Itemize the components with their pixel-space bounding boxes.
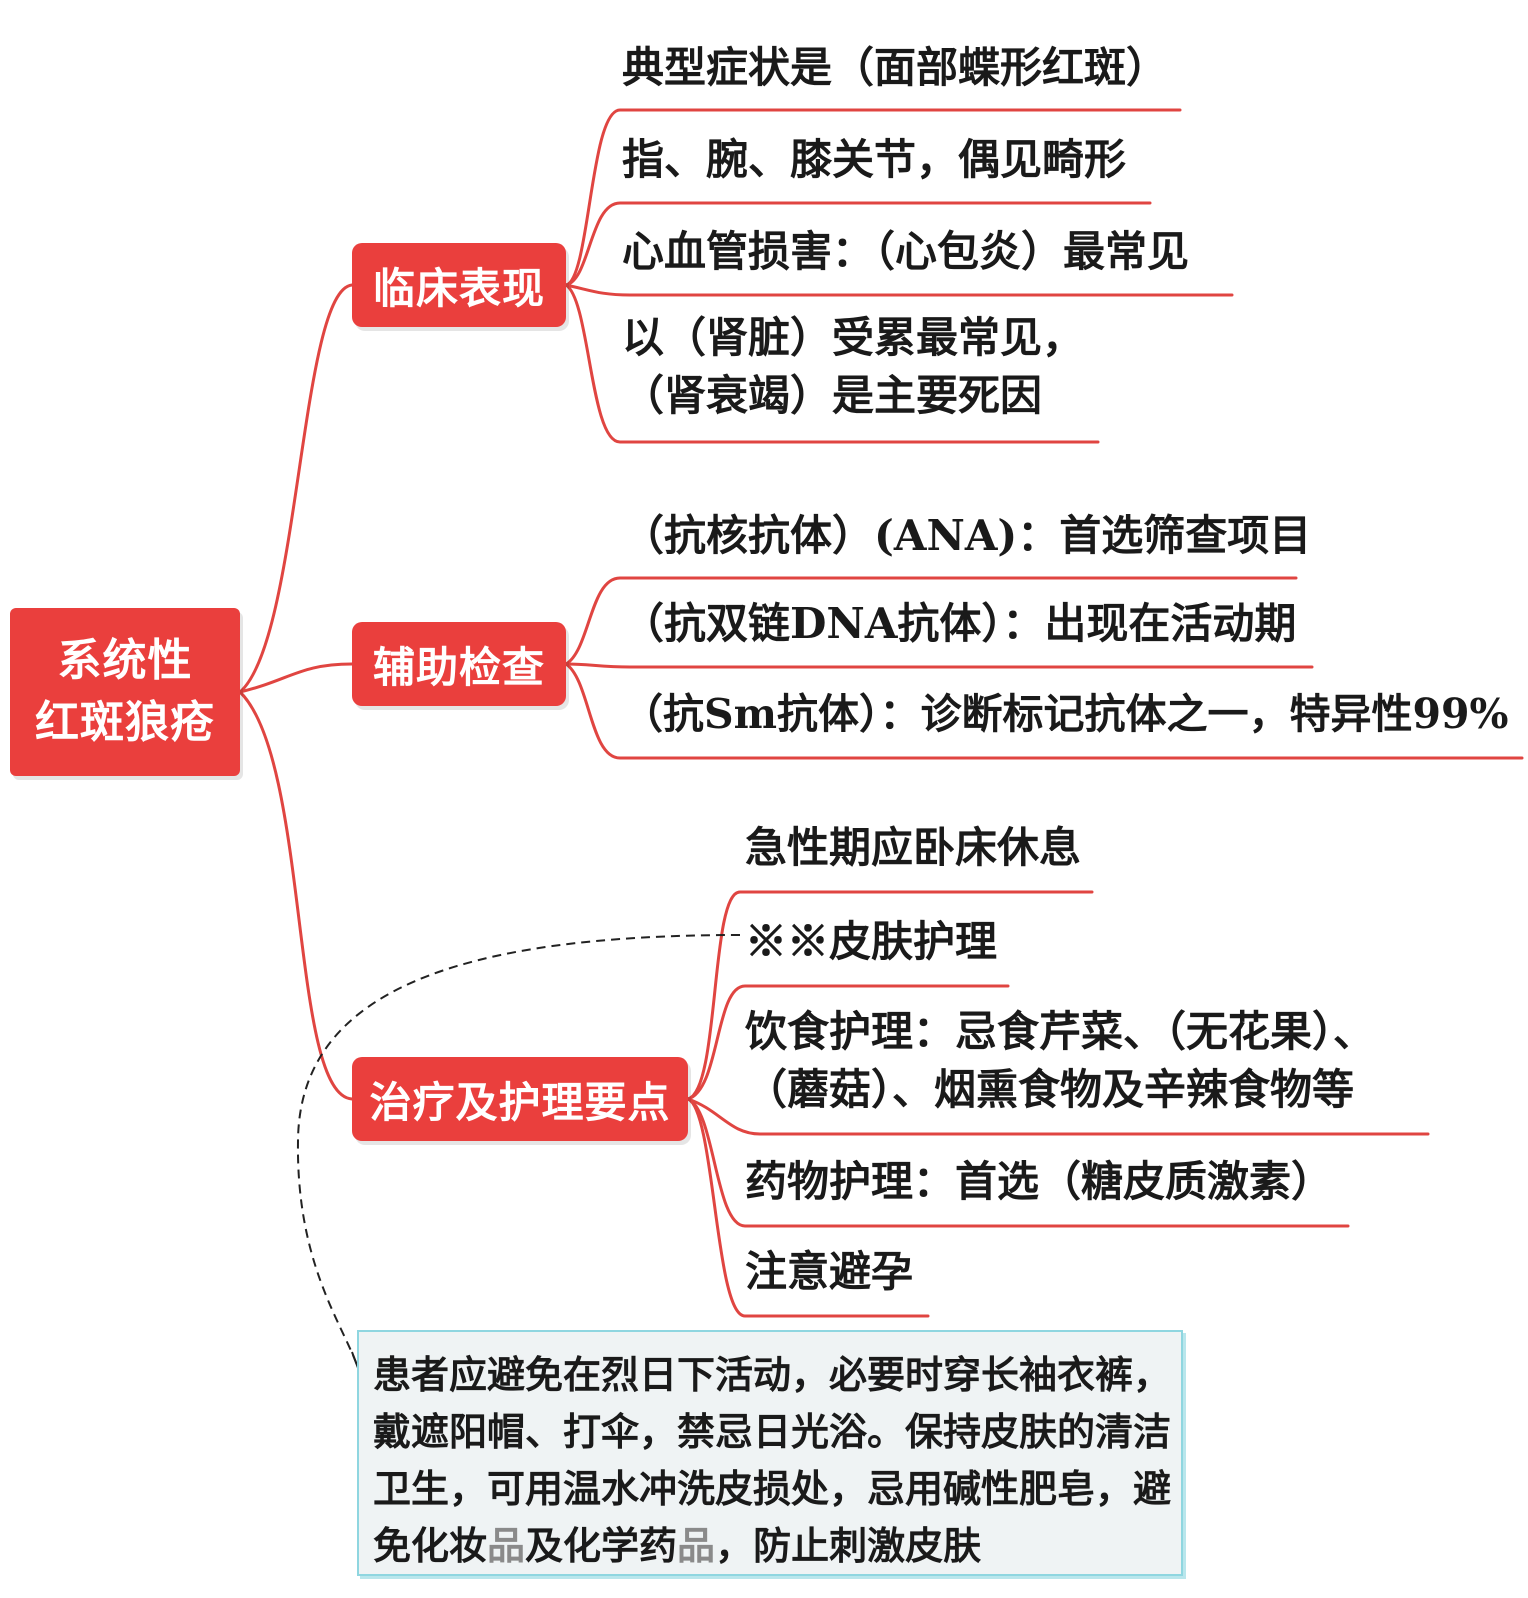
leaf-contraception: 注意避孕 [745,1247,914,1296]
connector-b3-leaf1 [686,890,1094,1101]
connector-b2-leaf1 [564,576,1298,666]
note-line-4-part-b: 品 [487,1523,526,1568]
leaf-diet-line1: 饮食护理：忌食芹菜、（无花果）、 [745,1007,1376,1056]
leaf-bed-rest: 急性期应卧床休息 [745,823,1082,872]
leaf-typical-symptom: 典型症状是（面部蝶形红斑） [622,43,1169,92]
connector-b1-leaf2 [564,201,1152,287]
note-line-1: 患者应避免在烈日下活动，必要时穿长袖衣裤， [373,1352,1172,1397]
connector-b1-leaf4 [564,283,1100,444]
note-line-3: 卫生，可用温水冲洗皮损处，忌用碱性肥皂，避 [373,1466,1172,1511]
branch-clinical-manifestations: 临床表现 [352,243,566,327]
dashed-link-arrow [296,934,741,1366]
note-line-4-part-e: ，防止刺激皮肤 [715,1523,982,1568]
connector-b2-leaf3 [564,662,1524,760]
root-node: 系统性 红斑狼疮 [10,608,240,776]
note-line-4-part-c: 及化学药 [525,1523,678,1568]
branch-treatment-and-nursing: 治疗及护理要点 [352,1057,688,1141]
connector-b1-leaf1 [564,108,1182,287]
leaf-anti-sm: （抗Sm抗体）：诊断标记抗体之一，特异性99% [622,690,1509,738]
skin-care-note-box: 患者应避免在烈日下活动，必要时穿长袖衣裤， 戴遮阳帽、打伞，禁忌日光浴。保持皮肤… [357,1330,1183,1576]
leaf-medication: 药物护理：首选（糖皮质激素） [745,1157,1334,1206]
leaf-ana: （抗核抗体）(ANA)：首选筛查项目 [622,511,1312,560]
connector-b3-leaf3 [686,1097,1430,1136]
connector-root-b2 [238,662,354,694]
leaf-skin-care: ※※皮肤护理 [745,917,998,966]
connector-b3-leaf5 [686,1097,930,1318]
leaf-kidney-line1: 以（肾脏）受累最常见， [622,313,1085,362]
root-title-line1: 系统性 [57,635,193,686]
leaf-anti-dsdna: （抗双链DNA抗体）：出现在活动期 [622,599,1297,648]
note-line-4-part-a: 免化妆 [373,1523,488,1568]
connector-b3-leaf2 [686,984,1010,1101]
branch-auxiliary-examination: 辅助检查 [352,622,566,706]
connector-b2-leaf2 [564,662,1314,669]
connector-root-b3 [238,690,354,1101]
leaf-cardiovascular: 心血管损害：（心包炎）最常见 [622,227,1190,276]
leaf-diet-line2: （蘑菇）、烟熏食物及辛辣食物等 [745,1065,1355,1114]
connector-root-b1 [238,283,354,694]
note-line-4-part-d: 品 [677,1523,716,1568]
connector-b3-leaf4 [686,1097,1350,1228]
leaf-kidney-line2: （肾衰竭）是主要死因 [622,371,1043,420]
note-line-2: 戴遮阳帽、打伞，禁忌日光浴。保持皮肤的清洁 [373,1409,1172,1454]
root-title-line2: 红斑狼疮 [35,697,215,748]
connector-b1-leaf3 [564,283,1234,297]
leaf-joints: 指、腕、膝关节，偶见畸形 [622,135,1127,184]
note-line-4: 免化妆品及化学药品，防止刺激皮肤 [373,1517,1163,1574]
